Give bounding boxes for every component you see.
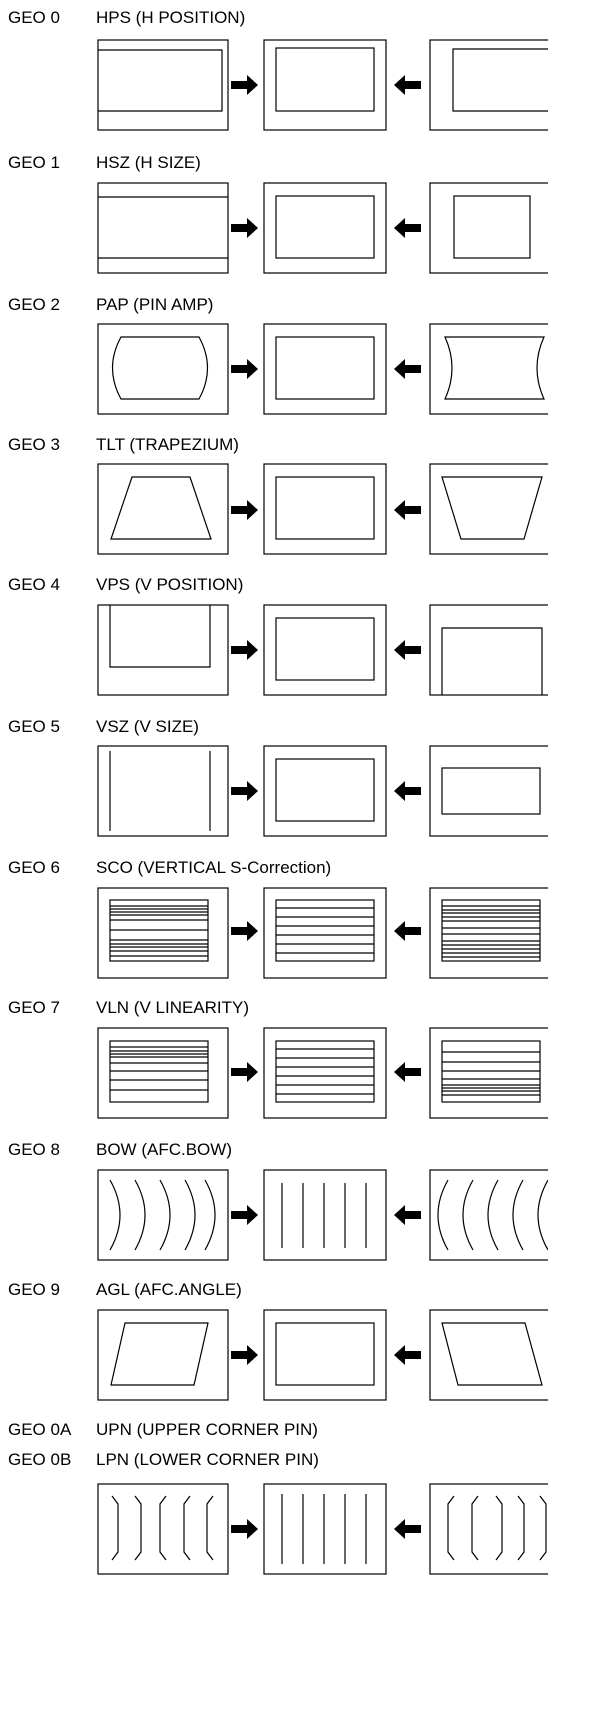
geo-0-name: HPS (H POSITION) — [96, 8, 246, 27]
geo-4-name: VPS (V POSITION) — [96, 575, 244, 594]
geo-9-diagram — [97, 1309, 548, 1401]
geo-2-diagram — [97, 323, 548, 415]
geo-5-name: VSZ (V SIZE) — [96, 717, 199, 736]
geo-3-diagram — [97, 463, 548, 555]
geo-0-diagram — [97, 39, 548, 131]
geo-4-code: GEO 4 — [8, 575, 60, 594]
geo-6-name: SCO (VERTICAL S-Correction) — [96, 858, 332, 877]
geo-1-diagram — [97, 182, 548, 274]
geo-8-diagram — [97, 1169, 548, 1261]
geo-2-name: PAP (PIN AMP) — [96, 295, 214, 314]
geo-6-code: GEO 6 — [8, 858, 60, 877]
geo-4-diagram — [97, 604, 548, 696]
geo-0a-code: GEO 0A — [8, 1420, 72, 1439]
geo-3-name: TLT (TRAPEZIUM) — [96, 435, 239, 454]
geo-1-name: HSZ (H SIZE) — [96, 153, 201, 172]
geo-6-diagram — [97, 887, 548, 979]
geo-3-code: GEO 3 — [8, 435, 60, 454]
geo-0a-0b-diagram — [97, 1483, 548, 1575]
geo-7-code: GEO 7 — [8, 998, 60, 1017]
geo-8-code: GEO 8 — [8, 1140, 60, 1159]
geo-5-diagram — [97, 745, 548, 837]
geo-9-name: AGL (AFC.ANGLE) — [96, 1280, 242, 1299]
geo-2-code: GEO 2 — [8, 295, 60, 314]
geo-0b-name: LPN (LOWER CORNER PIN) — [96, 1450, 319, 1469]
geo-7-name: VLN (V LINEARITY) — [96, 998, 250, 1017]
geo-0a-name: UPN (UPPER CORNER PIN) — [96, 1420, 318, 1439]
geo-8-name: BOW (AFC.BOW) — [96, 1140, 232, 1159]
geo-1-code: GEO 1 — [8, 153, 60, 172]
geo-7-diagram — [97, 1027, 548, 1119]
geo-0b-code: GEO 0B — [8, 1450, 72, 1469]
geo-0-code: GEO 0 — [8, 8, 60, 27]
geo-5-code: GEO 5 — [8, 717, 60, 736]
geo-9-code: GEO 9 — [8, 1280, 60, 1299]
